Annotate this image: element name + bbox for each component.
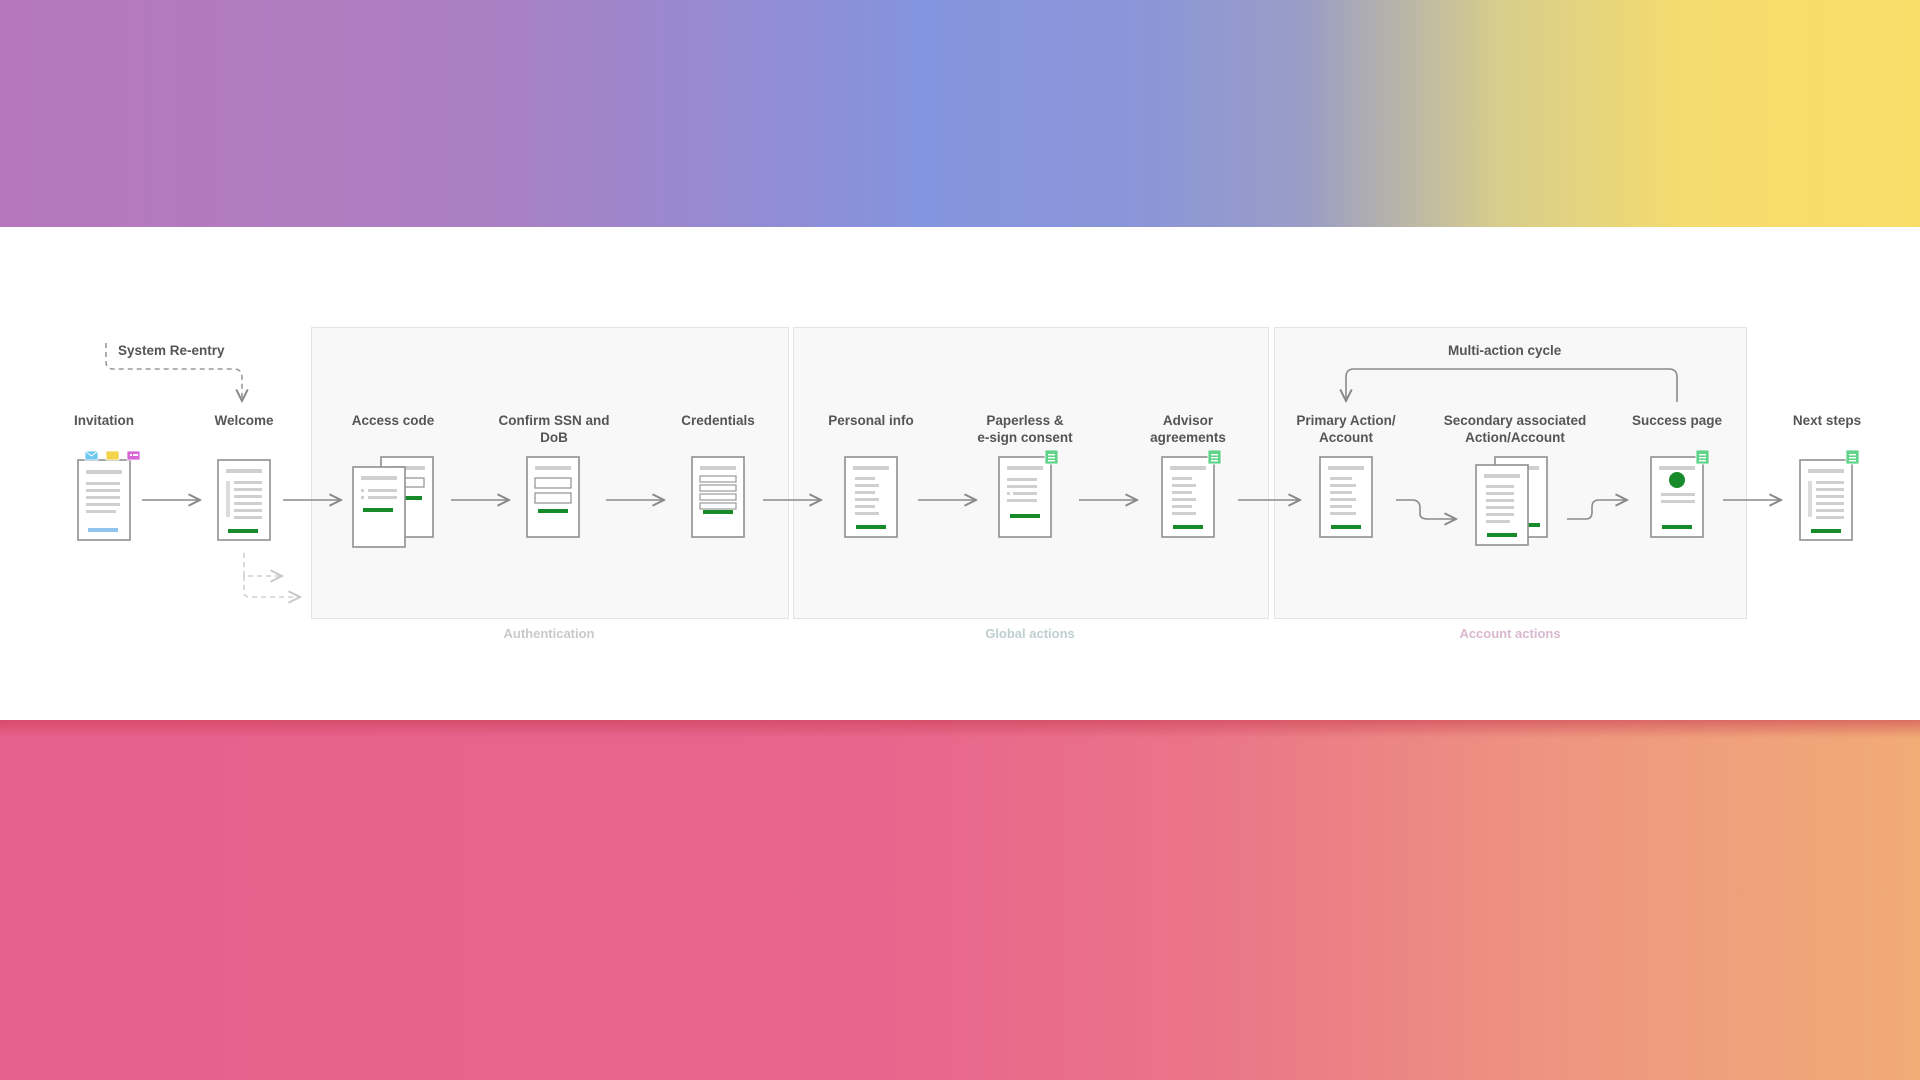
step-label-primary-action: Primary Action/ Account bbox=[1296, 413, 1396, 445]
page-primary-action bbox=[1319, 456, 1373, 538]
step-label-next-steps: Next steps bbox=[1792, 413, 1862, 428]
group-label-authentication: Authentication bbox=[503, 626, 595, 641]
arrow-primary-secondary bbox=[1396, 499, 1456, 519]
chat-icon bbox=[105, 450, 120, 461]
page-advisor bbox=[1161, 449, 1222, 538]
gradient-background-bottom bbox=[0, 720, 1920, 1080]
page-success bbox=[1650, 449, 1710, 538]
step-label-advisor: Advisor agreements bbox=[1150, 413, 1226, 445]
flow-diagram-canvas: Authentication Global actions Account ac… bbox=[0, 227, 1920, 720]
group-label-account-actions: Account actions bbox=[1459, 626, 1561, 641]
welcome-branch-connector-1 bbox=[243, 553, 282, 576]
step-label-access-code: Access code bbox=[351, 413, 435, 428]
step-label-confirm-ssn: Confirm SSN and DoB bbox=[498, 413, 610, 445]
welcome-branch-connector-2 bbox=[243, 576, 300, 597]
page-secondary-action bbox=[1475, 456, 1548, 546]
arrow-secondary-success bbox=[1567, 500, 1627, 520]
page-next-steps bbox=[1799, 449, 1860, 541]
step-label-credentials: Credentials bbox=[681, 413, 755, 428]
group-label-global-actions: Global actions bbox=[985, 626, 1075, 641]
step-label-paperless: Paperless & e-sign consent bbox=[977, 413, 1073, 445]
flow-diagram bbox=[77, 343, 1860, 720]
multi-action-cycle-connector bbox=[1346, 368, 1678, 402]
step-label-invitation: Invitation bbox=[74, 413, 134, 428]
step-label-success-page: Success page bbox=[1631, 413, 1723, 428]
page-credentials bbox=[691, 456, 745, 538]
page-confirm-ssn bbox=[526, 456, 580, 538]
page-personal-info bbox=[844, 456, 898, 538]
system-reentry-label: System Re-entry bbox=[118, 343, 225, 358]
system-reentry-connector bbox=[105, 343, 242, 401]
step-label-welcome: Welcome bbox=[214, 413, 274, 428]
step-label-secondary-action: Secondary associated Action/Account bbox=[1443, 413, 1587, 445]
success-check-icon bbox=[1669, 472, 1685, 488]
step-label-personal-info: Personal info bbox=[828, 413, 914, 428]
gradient-background-top bbox=[0, 0, 1920, 227]
page-paperless bbox=[998, 449, 1059, 538]
page-invitation bbox=[77, 450, 141, 541]
multi-action-cycle-label: Multi-action cycle bbox=[1448, 343, 1562, 358]
page-welcome bbox=[217, 459, 271, 541]
page-access-code bbox=[352, 456, 434, 548]
